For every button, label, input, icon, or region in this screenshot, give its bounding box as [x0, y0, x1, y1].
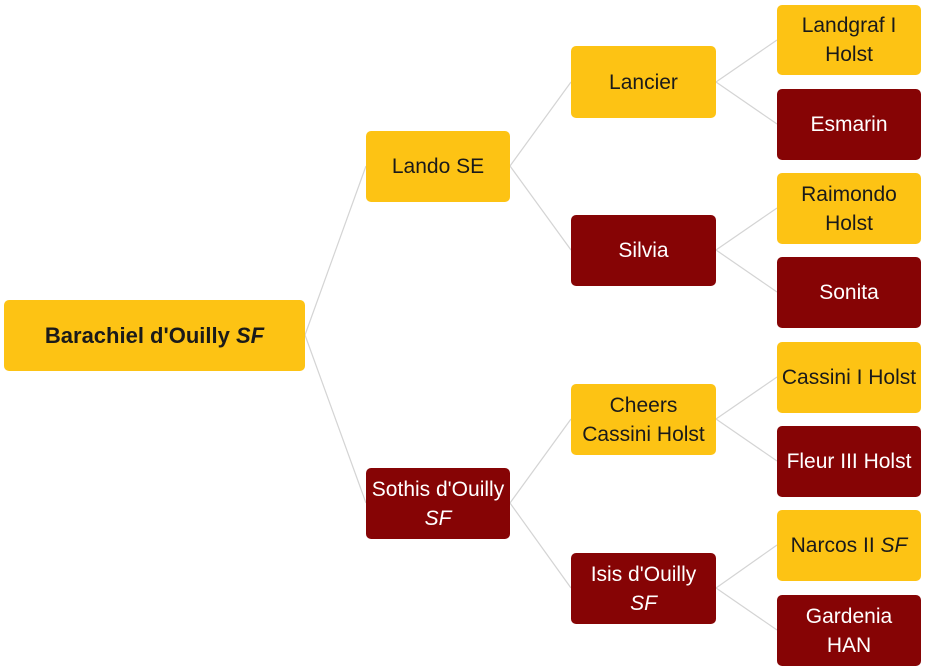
horse-dam-sire-dam: Fleur III Holst — [777, 426, 921, 497]
horse-name: Landgraf I Holst — [801, 14, 897, 66]
connector-sd-sdd — [715, 249, 778, 293]
horse-root: Barachiel d'Ouilly SF — [4, 300, 305, 371]
connector-sire-ss — [509, 81, 572, 167]
connector-sd-sds — [715, 207, 778, 251]
horse-dam-dam-dam: Gardenia HAN — [777, 595, 921, 666]
connector-dd-ddd — [715, 587, 778, 631]
horse-name: Esmarin — [810, 113, 888, 136]
horse-name: Gardenia HAN — [805, 604, 893, 657]
horse-sire-sire-sire: Landgraf I Holst — [777, 5, 921, 75]
connector-dam-ds — [509, 418, 572, 504]
studbook-suffix: SF — [235, 323, 265, 348]
horse-sire-sire-dam: Esmarin — [777, 89, 921, 160]
connector-root-dam — [304, 334, 367, 504]
horse-name: Cassini I Holst — [781, 366, 917, 389]
horse-dam-sire-sire: Cassini I Holst — [777, 342, 921, 413]
studbook-suffix: SF — [424, 506, 452, 530]
horse-sire-dam: Silvia — [571, 215, 716, 286]
studbook-suffix: SF — [880, 534, 908, 557]
horse-sire-dam-sire: Raimondo Holst — [777, 173, 921, 244]
connector-ss-ssd — [715, 81, 778, 125]
horse-dam: Sothis d'Ouilly SF — [366, 468, 510, 539]
connector-dd-dds — [715, 544, 778, 589]
horse-dam-dam: Isis d'Ouilly SF — [571, 553, 716, 624]
horse-name: Silvia — [618, 239, 669, 262]
horse-name: Fleur III Holst — [786, 450, 912, 473]
horse-name: Sothis d'Ouilly — [371, 477, 505, 501]
horse-sire-dam-dam: Sonita — [777, 257, 921, 328]
horse-sire-sire: Lancier — [571, 46, 716, 118]
connector-ds-dss — [715, 376, 778, 420]
horse-dam-dam-sire: Narcos II SF — [777, 510, 921, 581]
horse-name: Lancier — [609, 70, 678, 94]
horse-name: Cheers Cassini Holst — [582, 393, 705, 446]
studbook-suffix: SF — [630, 591, 657, 615]
horse-name: Isis d'Ouilly — [590, 562, 697, 586]
connector-ss-sss — [715, 39, 778, 83]
connector-dam-dd — [509, 502, 572, 589]
horse-sire: Lando SE — [366, 131, 510, 202]
connector-root-sire — [304, 165, 367, 336]
horse-name: Lando SE — [391, 155, 485, 178]
horse-name: Narcos II — [790, 534, 875, 557]
horse-name: Sonita — [819, 281, 879, 304]
connector-ds-dsd — [715, 418, 778, 462]
horse-name: Barachiel d'Ouilly — [44, 323, 230, 348]
horse-dam-sire: Cheers Cassini Holst — [571, 384, 716, 455]
connector-sire-sd — [509, 165, 572, 251]
horse-name: Raimondo Holst — [801, 182, 897, 235]
